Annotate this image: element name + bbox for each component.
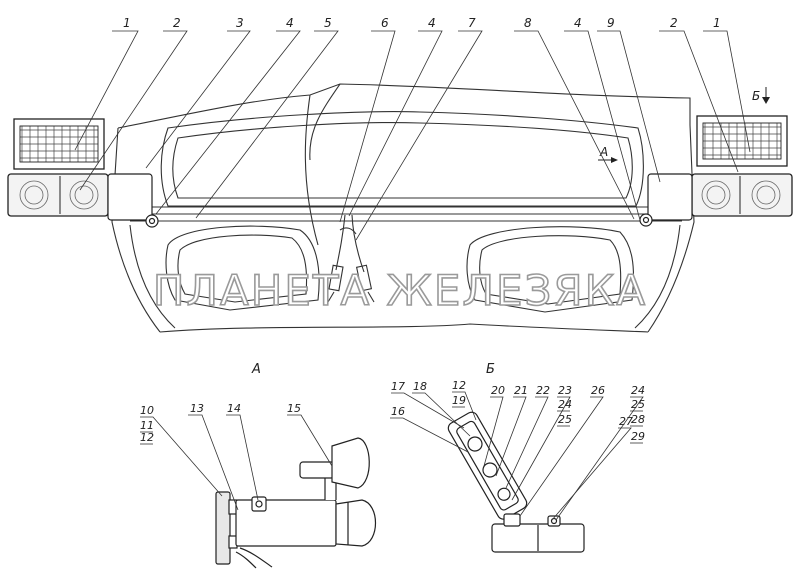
section-a-label: А xyxy=(599,145,608,159)
callout-8: 8 xyxy=(524,16,532,30)
detail-a-callout-11: 11 xyxy=(140,419,154,432)
detail-b-assembly xyxy=(447,411,585,553)
detail-b-callout-26: 26 xyxy=(591,384,605,397)
callout-3: 3 xyxy=(236,16,244,30)
right-work-lamp xyxy=(696,115,788,167)
view-arrow-b: Б xyxy=(752,87,770,104)
detail-b-callout-23: 23 xyxy=(558,384,572,397)
callout-9: 9 xyxy=(607,16,615,30)
detail-a-callout-13: 13 xyxy=(190,402,204,415)
callout-2: 2 xyxy=(173,16,181,30)
detail-b-callout-21: 21 xyxy=(514,384,528,397)
detail-b-callout-25: 25 xyxy=(558,413,572,426)
detail-b-callout-18: 18 xyxy=(413,380,427,393)
detail-a-assembly xyxy=(215,437,376,569)
detail-b-callout-16: 16 xyxy=(391,405,405,418)
wiring-harness xyxy=(327,214,375,303)
detail-b-callout-24: 24 xyxy=(558,398,572,411)
detail-a-leaders xyxy=(140,414,333,511)
detail-b-callout-25b: 25 xyxy=(631,398,645,411)
callout-5: 5 xyxy=(324,16,332,30)
main-leaders xyxy=(74,30,751,241)
detail-b-callout-20: 20 xyxy=(491,384,505,397)
watermark-text: ПЛАНЕТА ЖЕЛЕЗЯКА xyxy=(153,266,647,315)
callout-6: 6 xyxy=(381,16,389,30)
left-work-lamp xyxy=(13,118,105,170)
detail-b-callout-28: 28 xyxy=(631,413,645,426)
detail-a-callout-14: 14 xyxy=(227,402,241,415)
left-signal-lamp xyxy=(7,173,109,217)
right-signal-lamp xyxy=(691,173,793,217)
callout-7: 7 xyxy=(468,16,476,30)
view-arrow-b-label: Б xyxy=(752,89,760,103)
cab-rear-panel xyxy=(111,83,695,333)
detail-a-callout-15: 15 xyxy=(287,402,301,415)
callout-2b: 2 xyxy=(670,16,678,30)
detail-b-leaders xyxy=(390,391,644,521)
callout-4b: 4 xyxy=(428,16,436,30)
detail-b-callout-24b: 24 xyxy=(631,384,645,397)
detail-b-callout-19: 19 xyxy=(452,394,466,407)
left-lamp-bracket xyxy=(107,173,159,228)
detail-a-callout-10: 10 xyxy=(140,404,154,417)
detail-b-labels: 17 18 12 19 16 20 21 22 23 24 25 26 27 2… xyxy=(391,379,645,443)
callout-4c: 4 xyxy=(574,16,582,30)
detail-b-callout-29: 29 xyxy=(631,430,645,443)
detail-a-callout-12: 12 xyxy=(140,431,154,444)
right-lamp-bracket xyxy=(639,173,693,227)
detail-a-title: А xyxy=(251,362,261,377)
detail-b-title: Б xyxy=(486,362,495,377)
main-callout-labels: 1 2 3 4 5 6 4 7 8 4 9 2 1 xyxy=(123,16,721,30)
detail-b-callout-22: 22 xyxy=(536,384,550,397)
callout-4: 4 xyxy=(286,16,294,30)
callout-1b: 1 xyxy=(713,16,721,30)
section-a-marker: А xyxy=(598,145,618,163)
detail-b-callout-17: 17 xyxy=(391,380,405,393)
detail-a-labels: 10 11 12 13 14 15 xyxy=(140,402,301,444)
detail-b-callout-12: 12 xyxy=(452,379,466,392)
detail-b-callout-27: 27 xyxy=(619,415,633,428)
callout-1: 1 xyxy=(123,16,131,30)
